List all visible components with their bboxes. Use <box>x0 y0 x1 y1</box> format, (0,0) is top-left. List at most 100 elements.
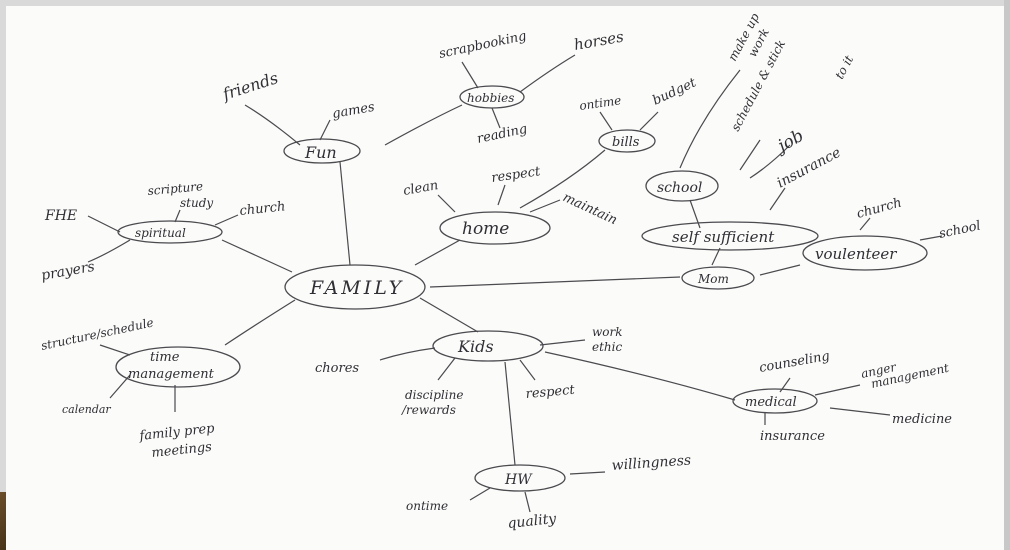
leaf-schedule-2: to it <box>832 53 856 81</box>
edge-school-schedule <box>739 139 761 171</box>
edge-mom-volunteer <box>759 264 801 276</box>
leaf-discipline-2: /rewards <box>401 403 456 417</box>
edge-school-job <box>749 144 791 179</box>
edges <box>87 54 943 513</box>
edge-home-respect <box>497 184 506 206</box>
leaf-discipline-1: discipline <box>405 388 463 402</box>
edge-family-time <box>224 299 296 346</box>
edge-spiritual-scripture <box>174 209 181 223</box>
leaf-job: job <box>771 126 807 159</box>
node-volunteer-oval <box>802 235 928 271</box>
leaf-calendar: calendar <box>62 403 111 416</box>
edge-spiritual-fhe <box>87 215 121 233</box>
edge-family-fun <box>339 161 351 266</box>
node-mom-oval <box>681 266 755 290</box>
node-selfsufficient-oval <box>641 221 819 251</box>
edge-medical-medicine <box>829 407 891 416</box>
node-time-oval <box>115 346 241 388</box>
paper-sheet <box>6 6 1004 550</box>
leaf-workethic-1: work <box>592 325 623 339</box>
frame-edge <box>1004 0 1010 550</box>
node-bills-oval <box>598 129 656 153</box>
leaf-ontime-hw: ontime <box>406 499 448 513</box>
leaf-school-volunteer: school <box>938 218 982 241</box>
edge-hobbies-horses <box>519 54 576 93</box>
leaf-workethic-2: ethic <box>592 340 622 354</box>
leaf-horses: horses <box>573 27 626 53</box>
node-home-oval <box>439 211 551 245</box>
edge-family-home <box>414 239 461 266</box>
edge-family-mom <box>429 276 681 288</box>
edge-hobbies-scrapbooking <box>461 61 479 89</box>
edge-medical-anger <box>814 384 861 396</box>
edge-hw-quality <box>524 491 531 513</box>
edge-home-maintain <box>529 199 561 213</box>
edge-hw-ontime <box>469 487 491 501</box>
edge-time-structure <box>99 344 131 356</box>
edge-fun-hobbies <box>384 104 463 146</box>
node-fun-label: Fun <box>304 143 337 162</box>
edge-fun-games <box>319 119 331 141</box>
edge-school-makeup <box>679 69 741 169</box>
leaf-clean: clean <box>402 178 439 199</box>
leaf-structure: structure/schedule <box>40 315 155 353</box>
node-time-label-1: time <box>150 350 180 365</box>
leaf-familyprep-2: meetings <box>151 440 213 461</box>
node-bills-label: bills <box>612 135 640 150</box>
leaf-games: games <box>331 100 376 122</box>
edge-self-insurance <box>769 187 786 211</box>
leaf-prayers: prayers <box>40 259 96 284</box>
node-selfsufficient-label: self sufficient <box>672 228 775 246</box>
edge-family-kids <box>419 297 479 333</box>
node-hw-label: HW <box>504 472 533 488</box>
edge-volunteer-school <box>919 235 943 241</box>
edge-hw-willingness <box>569 471 606 475</box>
leaf-reading: reading <box>476 122 529 147</box>
node-fun-oval <box>283 138 361 164</box>
node-volunteer-label: voulenteer <box>815 245 897 263</box>
node-school-oval <box>645 170 719 202</box>
edge-spiritual-prayers <box>87 239 131 263</box>
leaf-respect-kids: respect <box>525 383 576 402</box>
leaf-ontime-bills: ontime <box>578 93 622 113</box>
leaf-respect-home: respect <box>490 164 541 186</box>
node-spiritual-oval <box>117 220 223 244</box>
node-hw-oval <box>474 464 566 492</box>
edge-kids-workethic <box>539 339 586 346</box>
leaf-scripture-1: scripture <box>147 179 204 198</box>
edge-kids-discipline <box>437 357 456 381</box>
leaf-insurance-medical: insurance <box>760 429 825 444</box>
leaf-scripture-2: study <box>180 196 213 210</box>
node-home-label: home <box>462 219 509 239</box>
leaf-quality: quality <box>507 511 558 532</box>
node-time-label-2: management <box>128 367 215 382</box>
edge-hobbies-reading <box>491 107 501 129</box>
edge-kids-hw <box>504 361 516 466</box>
edge-home-clean <box>437 194 456 213</box>
leaf-counseling: counseling <box>758 349 831 376</box>
edge-bills-ontime <box>599 111 613 131</box>
node-hobbies-oval <box>459 85 525 109</box>
leaf-maintain: maintain <box>560 190 619 228</box>
edge-bills-budget <box>639 111 659 131</box>
edge-home-bills <box>519 149 606 209</box>
leaf-church-volunteer: church <box>855 195 903 221</box>
node-hobbies-label: hobbies <box>467 91 514 105</box>
node-mom-label: Mom <box>697 272 729 286</box>
edge-fun-friends <box>244 104 301 146</box>
edge-mom-selfsufficient <box>711 247 721 266</box>
node-kids-label: Kids <box>457 337 494 356</box>
leaf-medicine: medicine <box>892 412 952 427</box>
edge-kids-chores <box>379 347 436 361</box>
leaf-fhe: FHE <box>44 208 77 224</box>
edge-volunteer-church <box>859 217 871 231</box>
leaf-willingness: willingness <box>611 452 691 474</box>
leaf-chores: chores <box>315 361 359 376</box>
edge-spiritual-church <box>214 214 239 226</box>
leaf-friends: friends <box>219 68 280 104</box>
node-family-label: FAMILY <box>309 277 404 299</box>
node-medical-label: medical <box>745 395 797 410</box>
edge-kids-respect <box>519 359 536 381</box>
node-kids-oval <box>432 330 544 362</box>
